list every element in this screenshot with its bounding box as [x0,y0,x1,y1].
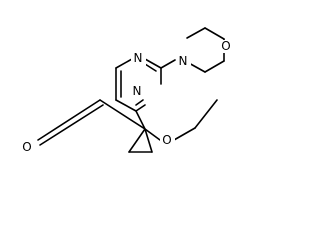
bond-cq-omethoxy [144,128,161,141]
bond-cp2-cq [144,128,153,153]
bond-ch3-tail [194,99,218,129]
n-ring-top-label: N [134,51,143,65]
atom-labels: N N N O O O [20,39,231,155]
bond-c4-c5 [115,99,137,112]
bond-cc-cd [204,60,225,73]
cyclopropane-ring [128,110,153,153]
bond-nmorph-ca [186,27,206,39]
morpholine-ring [160,27,225,73]
o-carbonyl-label: O [22,140,31,154]
bond-c2-nmorph [160,59,176,69]
molecule-drawing: N N N O O O [20,27,231,155]
bond-ccarbonyl-ocarbonyl-b [39,104,104,146]
o-methoxy-label: O [162,133,171,147]
bond-cq-ccarbonyl [99,99,146,130]
n-ring-bottom-label: N [133,84,142,98]
bond-n3-c4 [135,104,146,112]
bond-n1-c2 [144,58,162,69]
bond-cq-cp1 [128,128,146,153]
bond-ccarbonyl-ocarbonyl-a [37,99,101,141]
pyrimidine-ring [115,58,162,112]
bond-n3-c4-inner [135,99,144,106]
structure-diagram: N N N O O O [20,27,231,155]
bond-c4-cq [135,110,146,130]
n-morpholine-label: N [179,54,188,68]
bond-omethoxy-ch3 [173,127,196,141]
bond-n1-c2-inner [144,63,157,72]
methoxy-group [144,99,218,141]
bond-c6-n1 [115,58,133,69]
o-morpholine-label: O [221,39,230,53]
carbonyl-group [37,99,146,146]
bond-ca-cb [204,27,225,40]
